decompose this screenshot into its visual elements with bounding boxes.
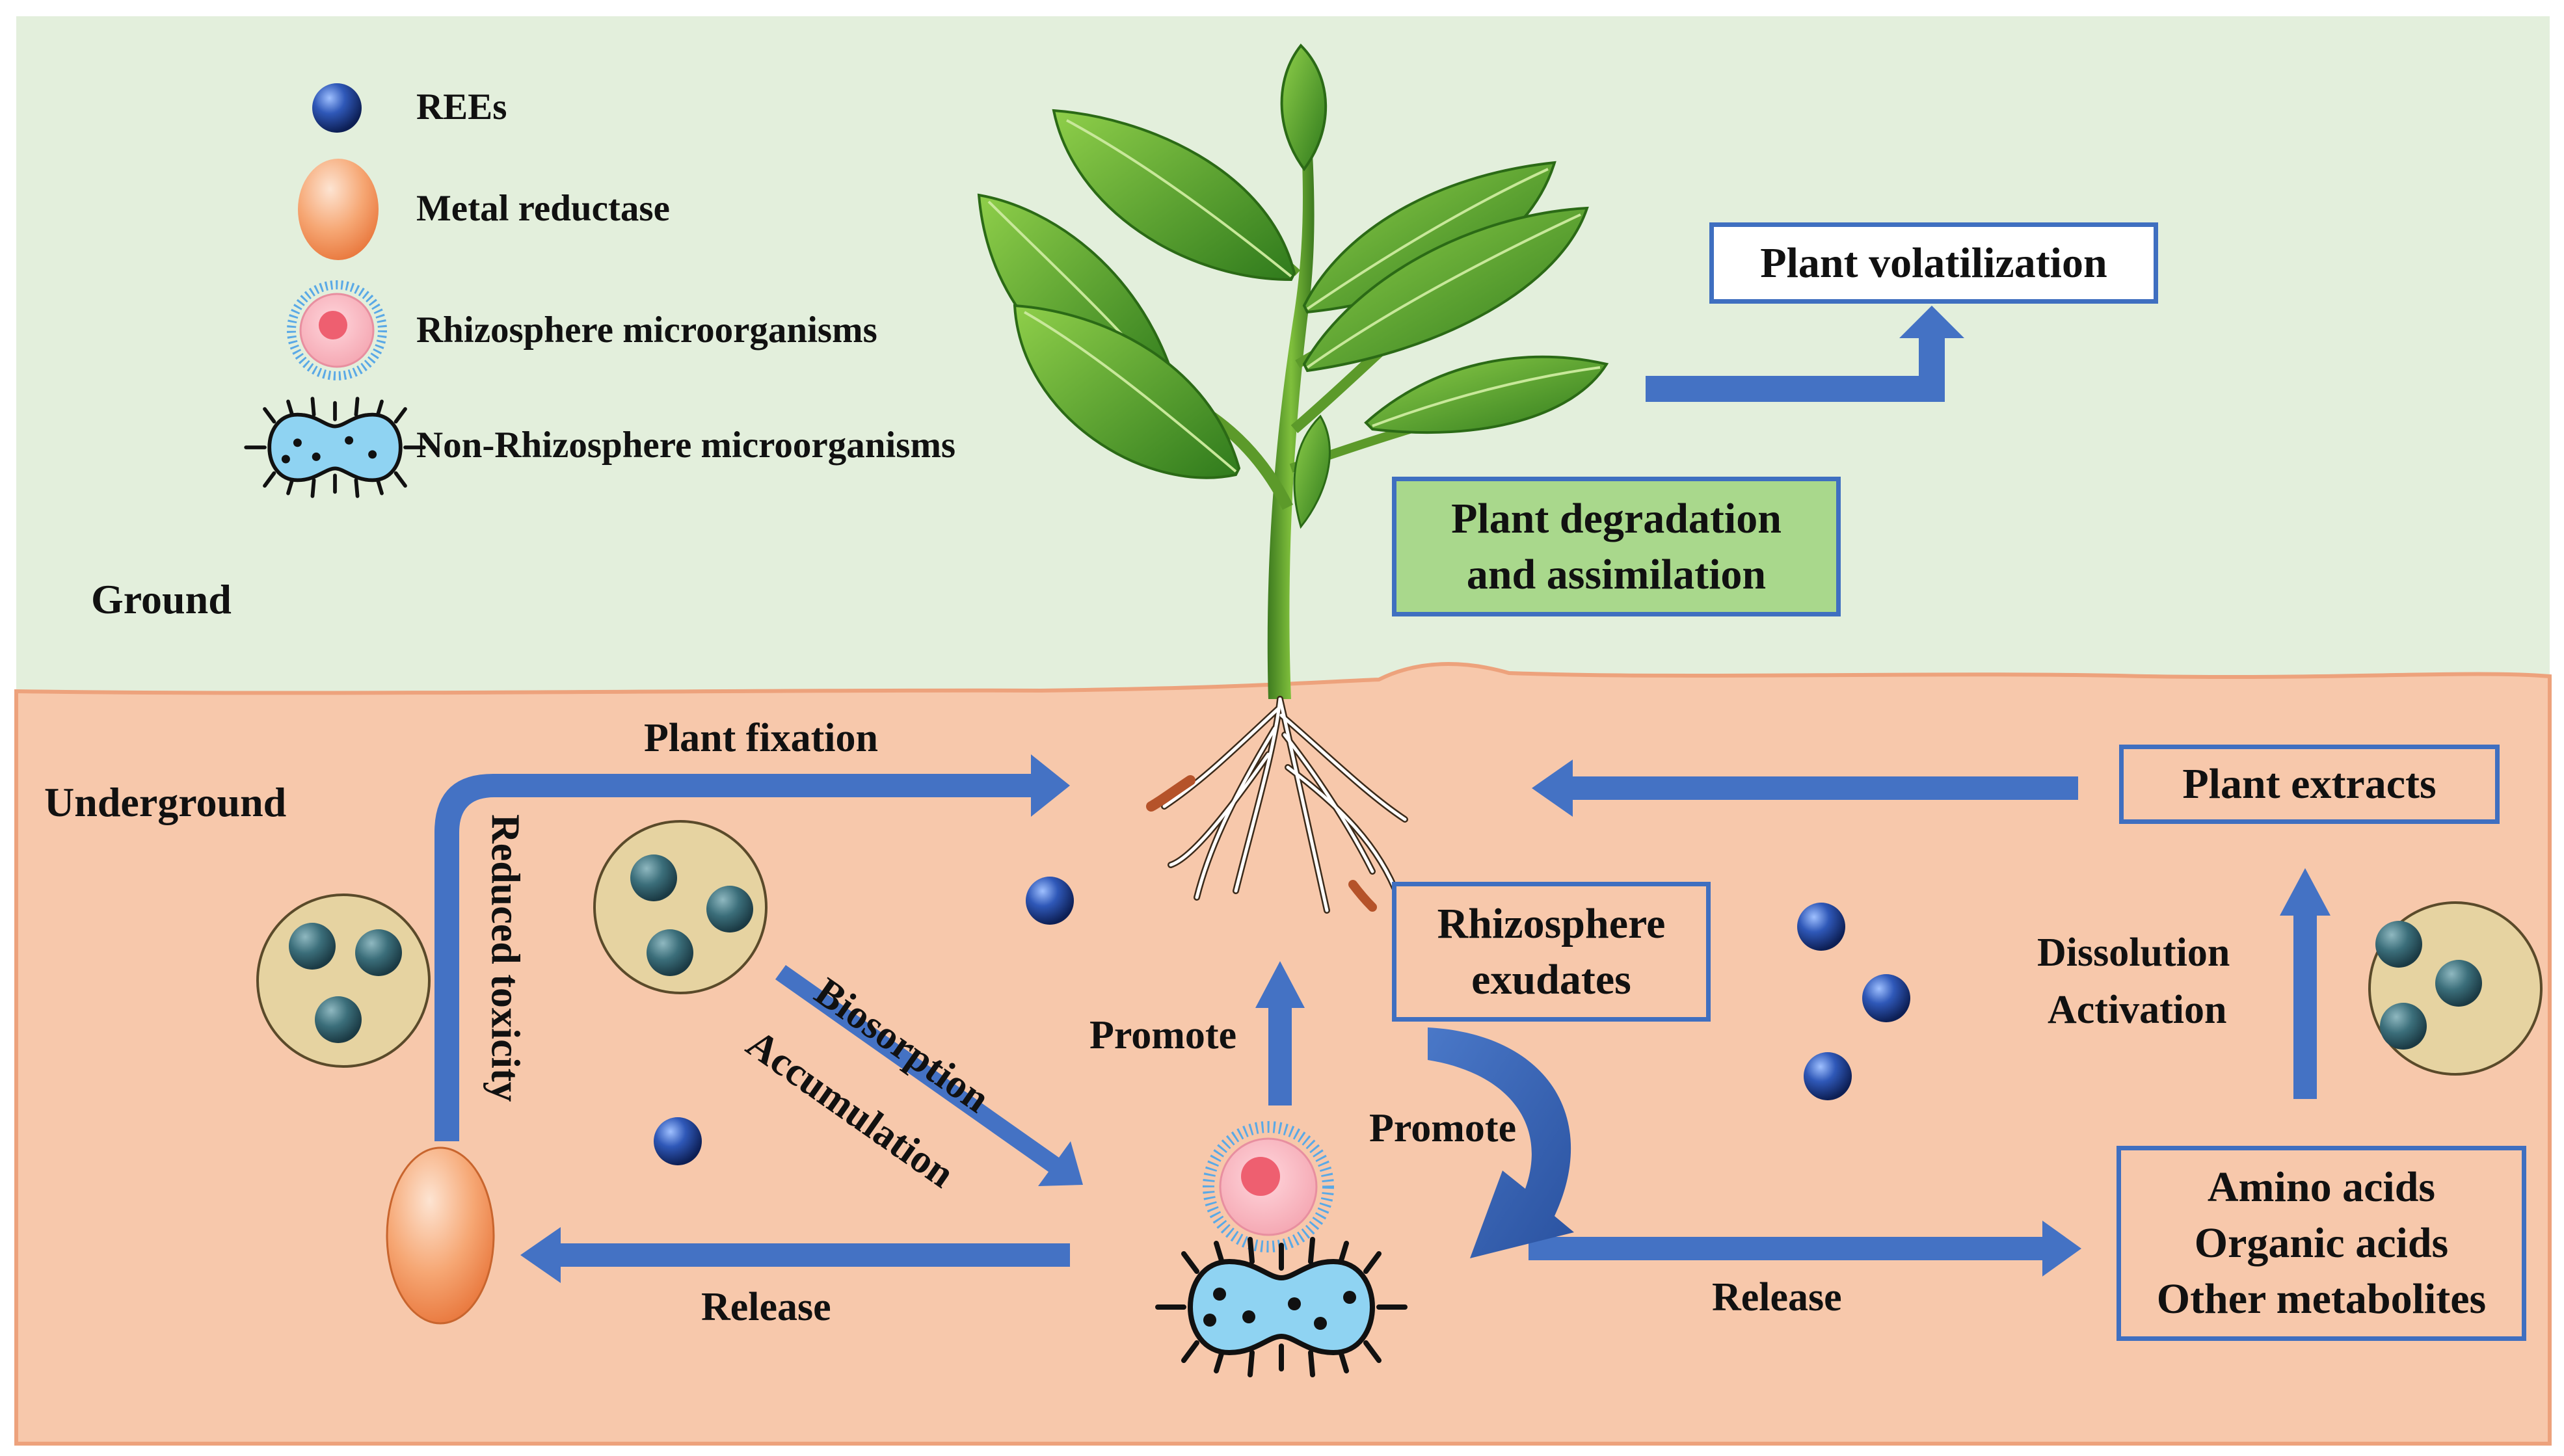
label-plant-fixation: Plant fixation (644, 716, 878, 760)
legend-label-rees: REEs (416, 86, 507, 127)
ree-particle-icon (1026, 877, 1074, 925)
label-reduced-toxicity: Reduced toxicity (483, 814, 527, 1102)
rhizosphere-exudates-line2: exudates (1471, 955, 1631, 1003)
metabolites-box: Amino acids Organic acids Other metaboli… (2117, 1146, 2526, 1341)
rhizosphere-microorganism-icon (287, 280, 387, 380)
plant-degradation-line1: Plant degradation (1451, 494, 1782, 542)
ree-particle-icon (654, 1117, 702, 1165)
promote-curve-arrow (1428, 1027, 1574, 1258)
zone-label-ground: Ground (91, 576, 232, 622)
volatilization-arrow (1646, 306, 1964, 402)
arrows (434, 306, 2330, 1283)
metal-reductase-icon (298, 159, 379, 260)
ree-cluster-icon (256, 893, 431, 1068)
ree-particle-icon (1862, 974, 1910, 1022)
ree-cluster-icon (593, 820, 768, 994)
non-rhizosphere-microorganism-icon (244, 397, 426, 498)
ree-particle-icon (312, 83, 362, 133)
plant-fixation-arrow (434, 754, 1070, 1141)
root-icon (1146, 696, 1408, 914)
plant-volatilization-text: Plant volatilization (1760, 239, 2107, 287)
promote-up-arrow (1255, 961, 1305, 1105)
metal-reductase-icon (386, 1146, 495, 1325)
label-release-right: Release (1712, 1275, 1842, 1319)
plant-extracts-text: Plant extracts (2182, 760, 2437, 808)
plant-icon (977, 44, 1609, 699)
plant-extracts-box: Plant extracts (2119, 745, 2500, 824)
rhizosphere-exudates-line1: Rhizosphere (1437, 899, 1666, 947)
ree-cluster-icon (2368, 901, 2543, 1076)
metabolites-line1: Amino acids (2207, 1163, 2436, 1211)
legend-label-metal-reductase: Metal reductase (416, 188, 670, 229)
legend-label-rhizosphere-microorganisms: Rhizosphere microorganisms (416, 310, 877, 351)
ree-particle-icon (1797, 903, 1845, 951)
label-promote-curve: Promote (1369, 1106, 1517, 1150)
legend-label-non-rhizosphere-microorganisms: Non-Rhizosphere microorganisms (416, 425, 956, 466)
extracts-left-arrow (1532, 760, 2078, 817)
dissolution-up-arrow (2280, 868, 2330, 1099)
label-dissolution: Dissolution (2037, 931, 2230, 975)
biosorption-arrow (775, 965, 1083, 1186)
plant-volatilization-box: Plant volatilization (1709, 222, 2158, 304)
rhizosphere-microorganism-icon (1203, 1121, 1334, 1252)
metabolites-line3: Other metabolites (2156, 1275, 2487, 1323)
plant-degradation-box: Plant degradation and assimilation (1392, 477, 1841, 616)
release-left-arrow (520, 1227, 1070, 1283)
ree-particle-icon (1804, 1052, 1852, 1100)
metabolites-line2: Organic acids (2194, 1219, 2449, 1267)
plant-degradation-line2: and assimilation (1466, 550, 1767, 598)
label-release-left: Release (701, 1285, 831, 1329)
release-right-arrow (1529, 1221, 2081, 1277)
label-promote-up: Promote (1089, 1013, 1237, 1057)
label-activation: Activation (2048, 988, 2227, 1032)
zone-label-underground: Underground (44, 779, 287, 825)
non-rhizosphere-microorganism-icon (1155, 1237, 1408, 1377)
rhizosphere-exudates-box: Rhizosphere exudates (1392, 882, 1711, 1022)
